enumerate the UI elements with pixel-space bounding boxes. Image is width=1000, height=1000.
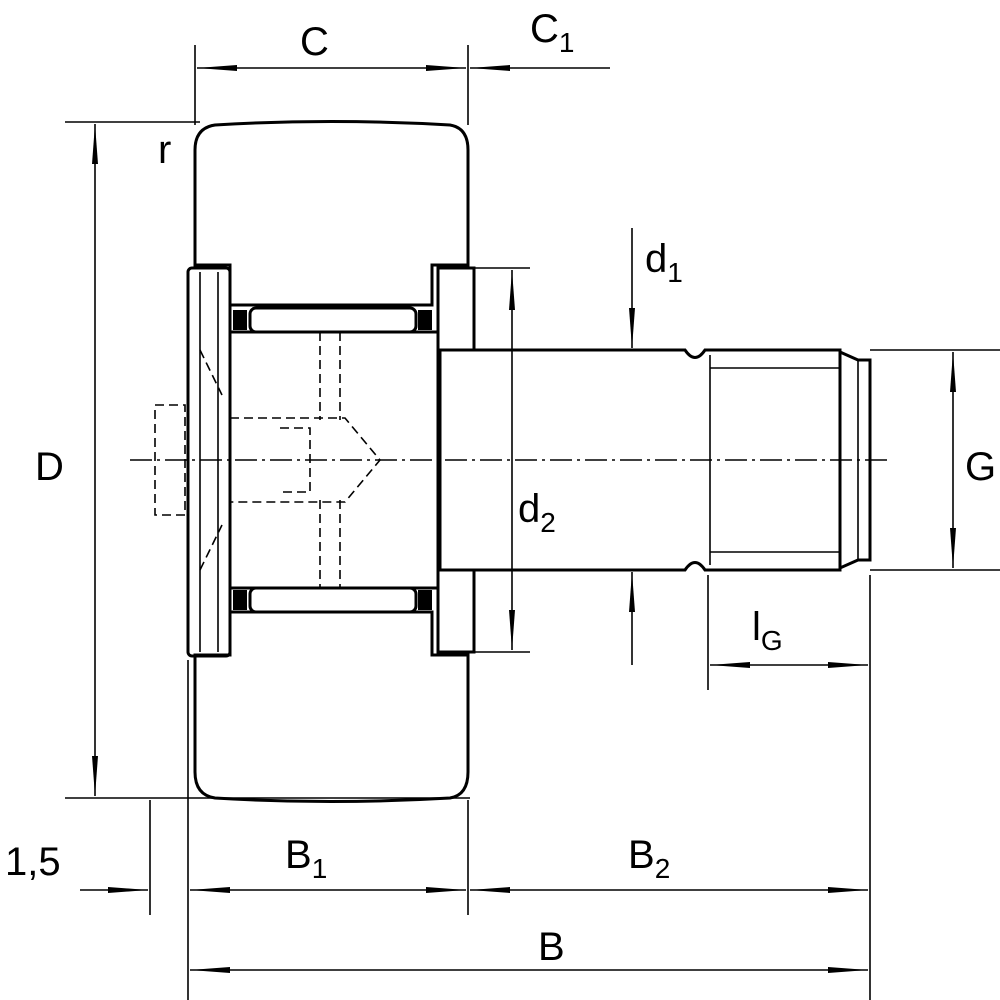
label-B2: B2 — [628, 833, 670, 884]
label-d2: d2 — [518, 487, 556, 538]
label-r: r — [158, 128, 171, 172]
outer-ring — [193, 120, 470, 803]
side-washer-left — [186, 266, 232, 658]
label-d1: d1 — [645, 237, 683, 288]
label-B1: B1 — [285, 833, 327, 884]
label-lG: lG — [752, 605, 783, 656]
extension-lines — [65, 45, 1000, 1000]
dimension-lines — [80, 65, 956, 973]
label-C: C — [300, 20, 329, 64]
label-B: B — [538, 925, 565, 969]
needle-rollers — [233, 306, 432, 614]
label-G: G — [965, 445, 996, 489]
label-offset: 1,5 — [5, 840, 61, 884]
label-C1: C1 — [530, 7, 574, 58]
label-D: D — [35, 445, 64, 489]
